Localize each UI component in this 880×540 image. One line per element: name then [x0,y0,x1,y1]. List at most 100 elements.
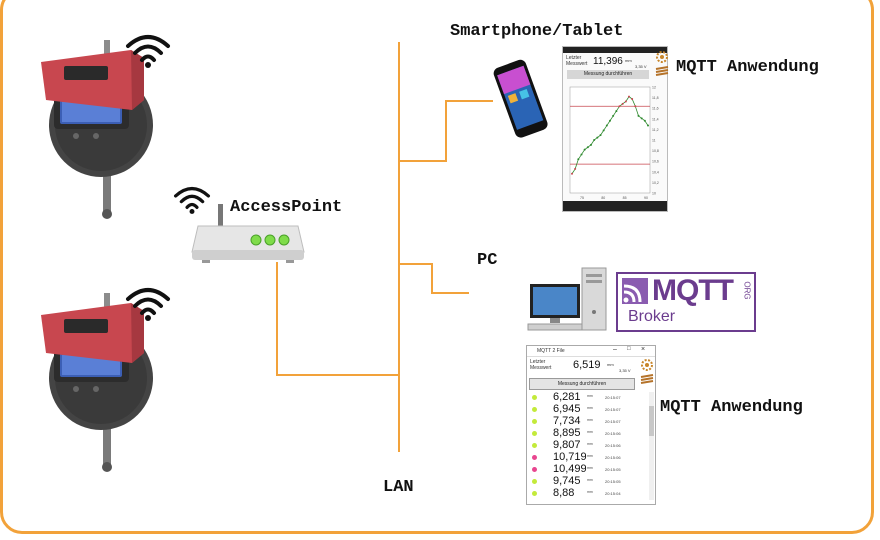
mqtt-broker-logo: MQTT ORG Broker [616,272,756,332]
measurement-timestamp: 20:15:06 [605,455,621,460]
measurement-timestamp: 20:15:06 [605,443,621,448]
maximize-icon[interactable]: □ [627,346,631,352]
measurement-unit: mm [587,442,593,446]
data-point [631,98,634,101]
data-point [596,136,599,139]
measurement-timestamp: 20:15:07 [605,419,621,424]
measurement-value: 10,499 [553,463,587,475]
data-point [647,124,649,127]
link-smartphone-h [398,160,446,162]
x-tick-label: 75 [580,196,584,200]
measurement-unit: mm [587,394,593,398]
mqtt-signal-icon [622,278,648,304]
measurement-unit: mm [587,490,593,494]
list-item[interactable]: 9,807 mm 20:15:06 [529,439,647,452]
pc-app-titlebar: MQTT 2 File – □ × [527,346,655,357]
data-point [593,139,596,141]
status-dot [532,419,537,424]
measurement-timestamp: 20:15:07 [605,407,621,412]
settings-gear-icon[interactable] [640,358,654,372]
measurement-unit: mm [587,430,593,434]
data-point [571,172,573,175]
list-item[interactable]: 9,745 mm 20:15:05 [529,475,647,488]
y-tick-label: 11,4 [652,117,659,121]
dial-gauge-top [41,40,153,219]
data-point [637,114,640,117]
measurement-timestamp: 20:15:06 [605,431,621,436]
mqtt-logo-text: MQTT [652,274,734,307]
status-dot [532,467,537,472]
data-point [583,148,586,151]
status-dot [532,443,537,448]
pc-measure-button[interactable]: Messung durchführen [529,378,635,390]
status-dot [532,491,537,496]
link-ap-v [276,262,278,376]
pc-unit: mm [607,362,614,367]
measurement-value: 9,807 [553,439,581,451]
measurement-timestamp: 20:15:07 [605,395,621,400]
pc-caption-1: Letzter [530,359,546,365]
data-point [618,105,621,108]
phone-battery: 3,35 V [635,64,647,69]
pc-battery: 3,35 V [619,368,631,373]
measurement-timestamp: 20:15:05 [605,479,621,484]
data-point [624,100,627,103]
status-dot [532,455,537,460]
phone-value: 11,396 [593,56,623,67]
data-point [628,95,630,98]
y-tick-label: 11 [652,139,656,143]
wifi-icon [126,35,170,68]
x-tick-label: 85 [623,196,627,200]
status-dot [532,407,537,412]
link-pc-v [431,263,433,293]
settings-gear-icon[interactable] [655,50,669,64]
status-dot [532,431,537,436]
smartphone-icon [493,59,548,138]
link-pc-h [398,263,432,265]
data-point [574,167,577,170]
data-point [643,119,646,122]
label-smartphone: Smartphone/Tablet [450,22,624,41]
measurement-value: 9,745 [553,475,581,487]
measurement-unit: mm [587,466,593,470]
status-dot [532,479,537,484]
data-point [605,124,608,127]
y-tick-label: 12 [652,86,656,90]
phone-unit: mm [625,58,632,63]
scrollbar[interactable] [649,392,654,500]
minimize-icon[interactable]: – [613,346,617,353]
data-point [612,114,615,117]
data-point [621,102,624,105]
phone-caption-2: Messwert [566,61,588,67]
layers-icon[interactable] [640,374,654,386]
layers-icon[interactable] [655,66,669,78]
pc-caption-2: Messwert [530,365,552,371]
list-item[interactable]: 6,945 mm 20:15:07 [529,403,647,416]
pc-value: 6,519 [573,359,601,371]
pc-icon [527,267,607,331]
label-accesspoint: AccessPoint [230,198,343,217]
data-point [586,146,589,149]
y-tick-label: 10,6 [652,160,659,164]
y-tick-label: 11,6 [652,107,659,111]
close-icon[interactable]: × [641,346,646,353]
measurement-unit: mm [587,406,593,410]
y-tick-label: 11,8 [652,96,659,100]
measurement-unit: mm [587,478,593,482]
chart-frame [569,86,651,194]
wifi-icon [126,288,170,321]
phone-measure-button[interactable]: Messung durchführen [567,70,649,79]
link-smartphone-v [445,100,447,162]
measurement-value: 7,734 [553,415,581,427]
y-tick-label: 10,8 [652,149,659,153]
measurement-unit: mm [587,454,593,458]
measurement-value: 6,945 [553,403,581,415]
